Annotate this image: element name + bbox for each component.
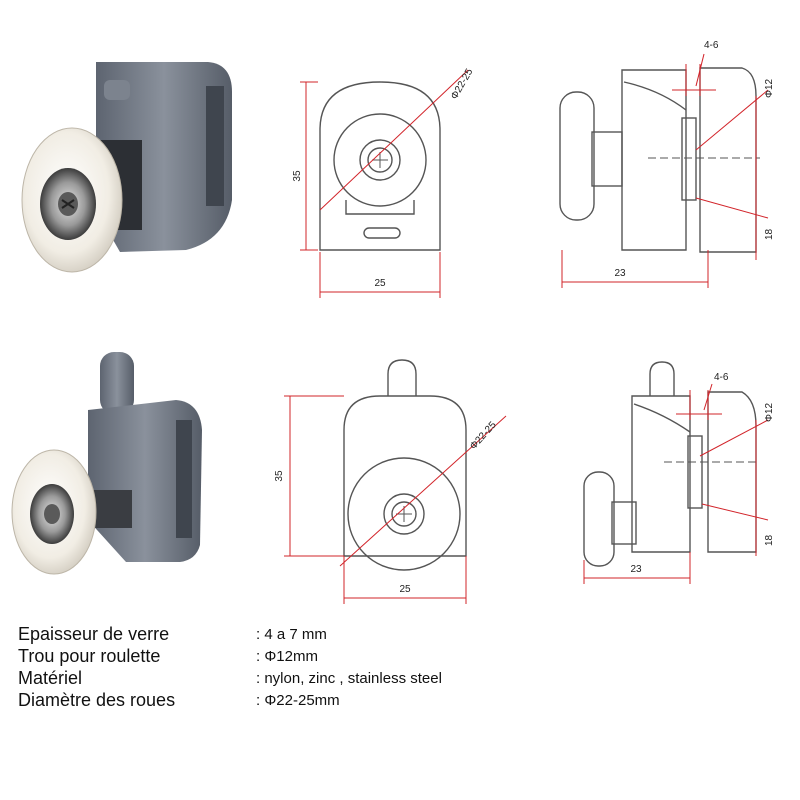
spec-value: : Φ22-25mm [256, 692, 340, 709]
side-view-top-dimensions: 4-6 Φ12 18 23 [561, 40, 775, 288]
spec-label: Diamètre des roues [18, 690, 176, 710]
product-photo-top [21, 62, 232, 273]
spec-row-wheel-diameter: Diamètre des roues : Φ22-25mm [18, 690, 718, 712]
side-top-depth-label: 23 [614, 268, 626, 279]
front-bottom-height-label: 35 [274, 470, 285, 482]
spec-value: : Φ12mm [256, 648, 318, 665]
side-view-bottom [583, 361, 760, 567]
spec-row-roller-hole: Trou pour roulette : Φ12mm [18, 646, 718, 668]
spec-value: : 4 a 7 mm [256, 626, 327, 643]
spec-row-material: Matériel : nylon, zinc , stainless steel [18, 668, 718, 690]
front-top-width-label: 25 [374, 278, 386, 289]
side-bottom-height-label: 18 [764, 534, 775, 546]
side-view-bottom-dimensions: 4-6 Φ12 18 23 [583, 372, 775, 584]
spec-label: Trou pour roulette [18, 646, 161, 666]
side-top-height-label: 18 [764, 228, 775, 240]
spec-row-glass-thickness: Epaisseur de verre : 4 a 7 mm [18, 624, 718, 646]
front-top-height-label: 35 [292, 170, 303, 182]
spec-label: Matériel [18, 668, 83, 688]
front-bottom-wheel-label: Φ22-25 [468, 419, 499, 452]
side-view-top [559, 67, 760, 253]
side-bottom-hole-label: Φ12 [764, 402, 775, 422]
front-view-bottom [343, 359, 467, 571]
specification-list: Epaisseur de verre : 4 a 7 mm Trou pour … [18, 624, 718, 712]
spec-label: Epaisseur de verre [18, 624, 170, 644]
side-top-glass-label: 4-6 [704, 40, 719, 51]
product-photo-bottom [11, 352, 202, 575]
front-view-top [319, 81, 441, 251]
front-bottom-width-label: 25 [399, 584, 411, 595]
side-bottom-depth-label: 23 [630, 564, 642, 575]
side-top-hole-label: Φ12 [764, 78, 775, 98]
spec-value: : nylon, zinc , stainless steel [256, 670, 442, 687]
side-bottom-glass-label: 4-6 [714, 372, 729, 383]
